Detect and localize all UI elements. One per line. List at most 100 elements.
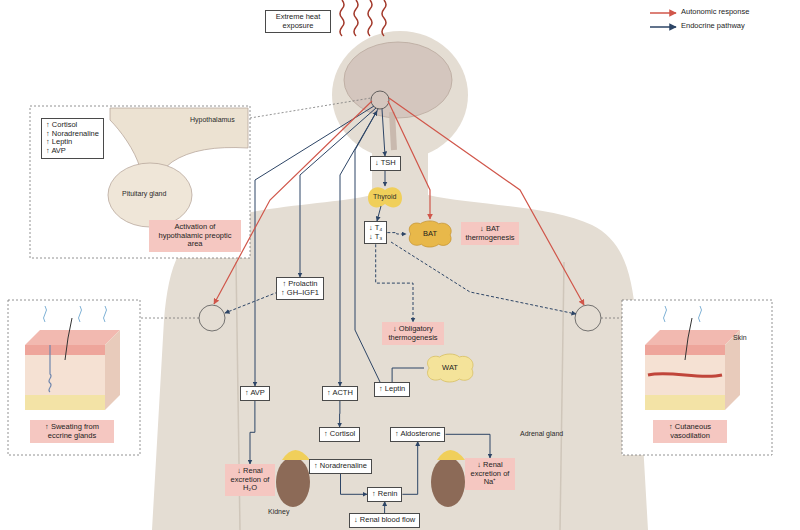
node-text: ↓ TSH: [375, 159, 396, 168]
connector: [387, 233, 406, 234]
fat-depot: WAT: [424, 353, 476, 383]
endocrine-line: [340, 109, 378, 386]
node-text: ↑ Leptin: [379, 385, 405, 394]
legend-line: [650, 12, 676, 14]
legend-line: [650, 26, 676, 28]
kidney-drawing: [276, 457, 310, 507]
inset-frame: [8, 300, 140, 455]
node-text: ↑ Renin: [372, 490, 397, 499]
connector: [341, 474, 368, 495]
part-label: Adrenal gland: [520, 430, 563, 438]
epidermis: [645, 345, 725, 355]
dermis: [645, 355, 725, 395]
skin-side: [725, 330, 740, 410]
epidermis: [25, 345, 105, 355]
hypodermis: [25, 395, 105, 410]
node-text: ↓ Renal excretion of H₂O: [229, 467, 271, 493]
brain-gyri: [356, 56, 442, 88]
hypodermis: [645, 395, 725, 410]
hormone-box: ↑ Aldosterone: [390, 427, 445, 442]
hormone-box: ↓ TSH: [370, 156, 401, 171]
part-label: Thyroid: [373, 193, 396, 201]
hair: [65, 318, 72, 360]
connector: [446, 434, 491, 458]
blood-vessel: [648, 374, 722, 377]
blob-outline: [409, 221, 451, 247]
effect-box: ↓ Obligatory thermogenesis: [382, 322, 444, 345]
node-text: BAT: [416, 230, 444, 239]
brainstem: [392, 112, 394, 150]
arm-marker: [199, 305, 225, 331]
arm-line: [560, 262, 564, 530]
endocrine-line: [382, 109, 385, 156]
skin-inset-right: [575, 300, 772, 455]
node-text: ↑ Cutaneous vasodilation: [657, 423, 723, 440]
hormone-box: ↓ Renal blood flow: [349, 513, 420, 528]
node-text: ↓ Renal excretion of Na⁺: [469, 461, 511, 487]
part-label: Hypothalamus: [190, 116, 235, 124]
autonomic-lines: [214, 98, 584, 305]
node-text: WAT: [434, 364, 466, 373]
adrenal-drawing: [437, 450, 465, 460]
part-label: Kidney: [268, 508, 289, 516]
dashed-effect-line: [391, 242, 576, 314]
inset-frame: [622, 300, 772, 455]
hormone-box: ↑ Cortisol: [319, 427, 360, 442]
hormone-box: ↑ Leptin: [374, 382, 410, 397]
autonomic-line: [214, 101, 372, 304]
kidney-drawing: [431, 457, 465, 507]
brain-shape: [344, 42, 452, 118]
arm-marker: [575, 305, 601, 331]
node-text: ↑ ACTH: [327, 389, 353, 398]
kidneys: [276, 450, 465, 507]
effect-box: ↑ Sweating from eccrine glands: [30, 420, 114, 443]
hormone-box: ↑ Cortisol↑ Noradrenaline↑ Leptin↑ AVP: [41, 118, 104, 159]
node-text: ↓ T₄: [369, 224, 382, 233]
node-text: ↑ Aldosterone: [395, 430, 440, 439]
skin-inset-left: [8, 300, 225, 455]
skin-top: [25, 330, 120, 345]
hormone-box: ↑ Prolactin↑ GH–IGF1: [276, 277, 324, 300]
node-text: ↑ Noradrenaline: [46, 130, 99, 139]
connector: [392, 368, 424, 382]
legend-text: Autonomic response: [681, 8, 749, 17]
brain: [344, 42, 452, 150]
legend-text: Endocrine pathway: [681, 22, 745, 31]
part-label: Skin: [733, 334, 747, 342]
node-text: ↑ AVP: [46, 147, 99, 156]
node-text: ↓ T₃: [369, 233, 382, 242]
inset-leader: [250, 98, 371, 118]
endocrine-lines: [225, 106, 576, 386]
hormone-box: ↓ T₄↓ T₃: [364, 221, 387, 244]
node-text: ↑ Cortisol: [324, 430, 355, 439]
node-text: ↑ GH–IGF1: [281, 289, 319, 298]
connector: [384, 502, 385, 513]
endocrine-line: [385, 170, 386, 186]
inset-leader: [601, 318, 622, 319]
node-text: ↑ Noradrenaline: [314, 462, 367, 471]
hormone-box: ↑ Renin: [367, 487, 402, 502]
heat-squiggle: [44, 306, 107, 322]
heat-wave: [340, 0, 344, 36]
inset-frame: [30, 106, 250, 258]
dermis: [25, 355, 105, 395]
connector: [250, 401, 255, 464]
adrenal-drawing: [282, 450, 310, 460]
pituitary-inset: [30, 98, 371, 258]
blob-outline: [428, 354, 473, 382]
skin-block: [645, 306, 740, 410]
inset-leader: [140, 318, 199, 319]
effect-box: ↓ Renal excretion of H₂O: [225, 464, 275, 496]
heat-wave: [354, 0, 358, 36]
effect-box: ↓ BAT thermogenesis: [461, 222, 519, 245]
hormone-box: ↑ AVP: [240, 386, 270, 401]
node-text: Extreme heat exposure: [270, 13, 326, 30]
skin-top: [645, 330, 740, 345]
fat-depot: BAT: [406, 220, 454, 248]
connector: [339, 401, 340, 427]
effect-box: ↑ Cutaneous vasodilation: [653, 420, 727, 443]
node-text: ↑ Leptin: [46, 138, 99, 147]
